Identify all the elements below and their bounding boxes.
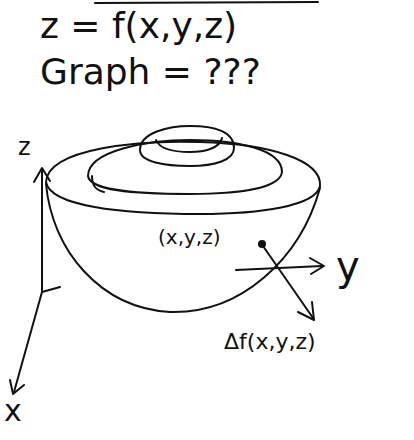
- axis-label: y: [336, 244, 360, 288]
- gradient-label: Δf(x,y,z): [222, 330, 318, 354]
- equation-title: z = f(x,y,z): [40, 6, 237, 46]
- axis-arrowhead: [310, 258, 324, 274]
- gradient-arrow: [263, 246, 313, 318]
- y-axis: [42, 287, 60, 292]
- level-curve: [140, 126, 234, 166]
- level-curve: [156, 138, 222, 152]
- axis-label: x: [4, 394, 22, 427]
- underline: [95, 2, 318, 3]
- arrowhead: [298, 302, 314, 320]
- x-axis: [14, 292, 42, 392]
- question-note: Graph = ???: [40, 52, 261, 92]
- level-curve: [88, 140, 282, 194]
- point-dot: [258, 240, 266, 248]
- bowl-surface: [46, 184, 320, 312]
- level-curve: [92, 176, 104, 192]
- axis-label: z: [18, 134, 31, 160]
- axis-arrowhead: [10, 380, 24, 394]
- z-axis: [41, 170, 43, 292]
- point-label: (x,y,z): [156, 226, 223, 248]
